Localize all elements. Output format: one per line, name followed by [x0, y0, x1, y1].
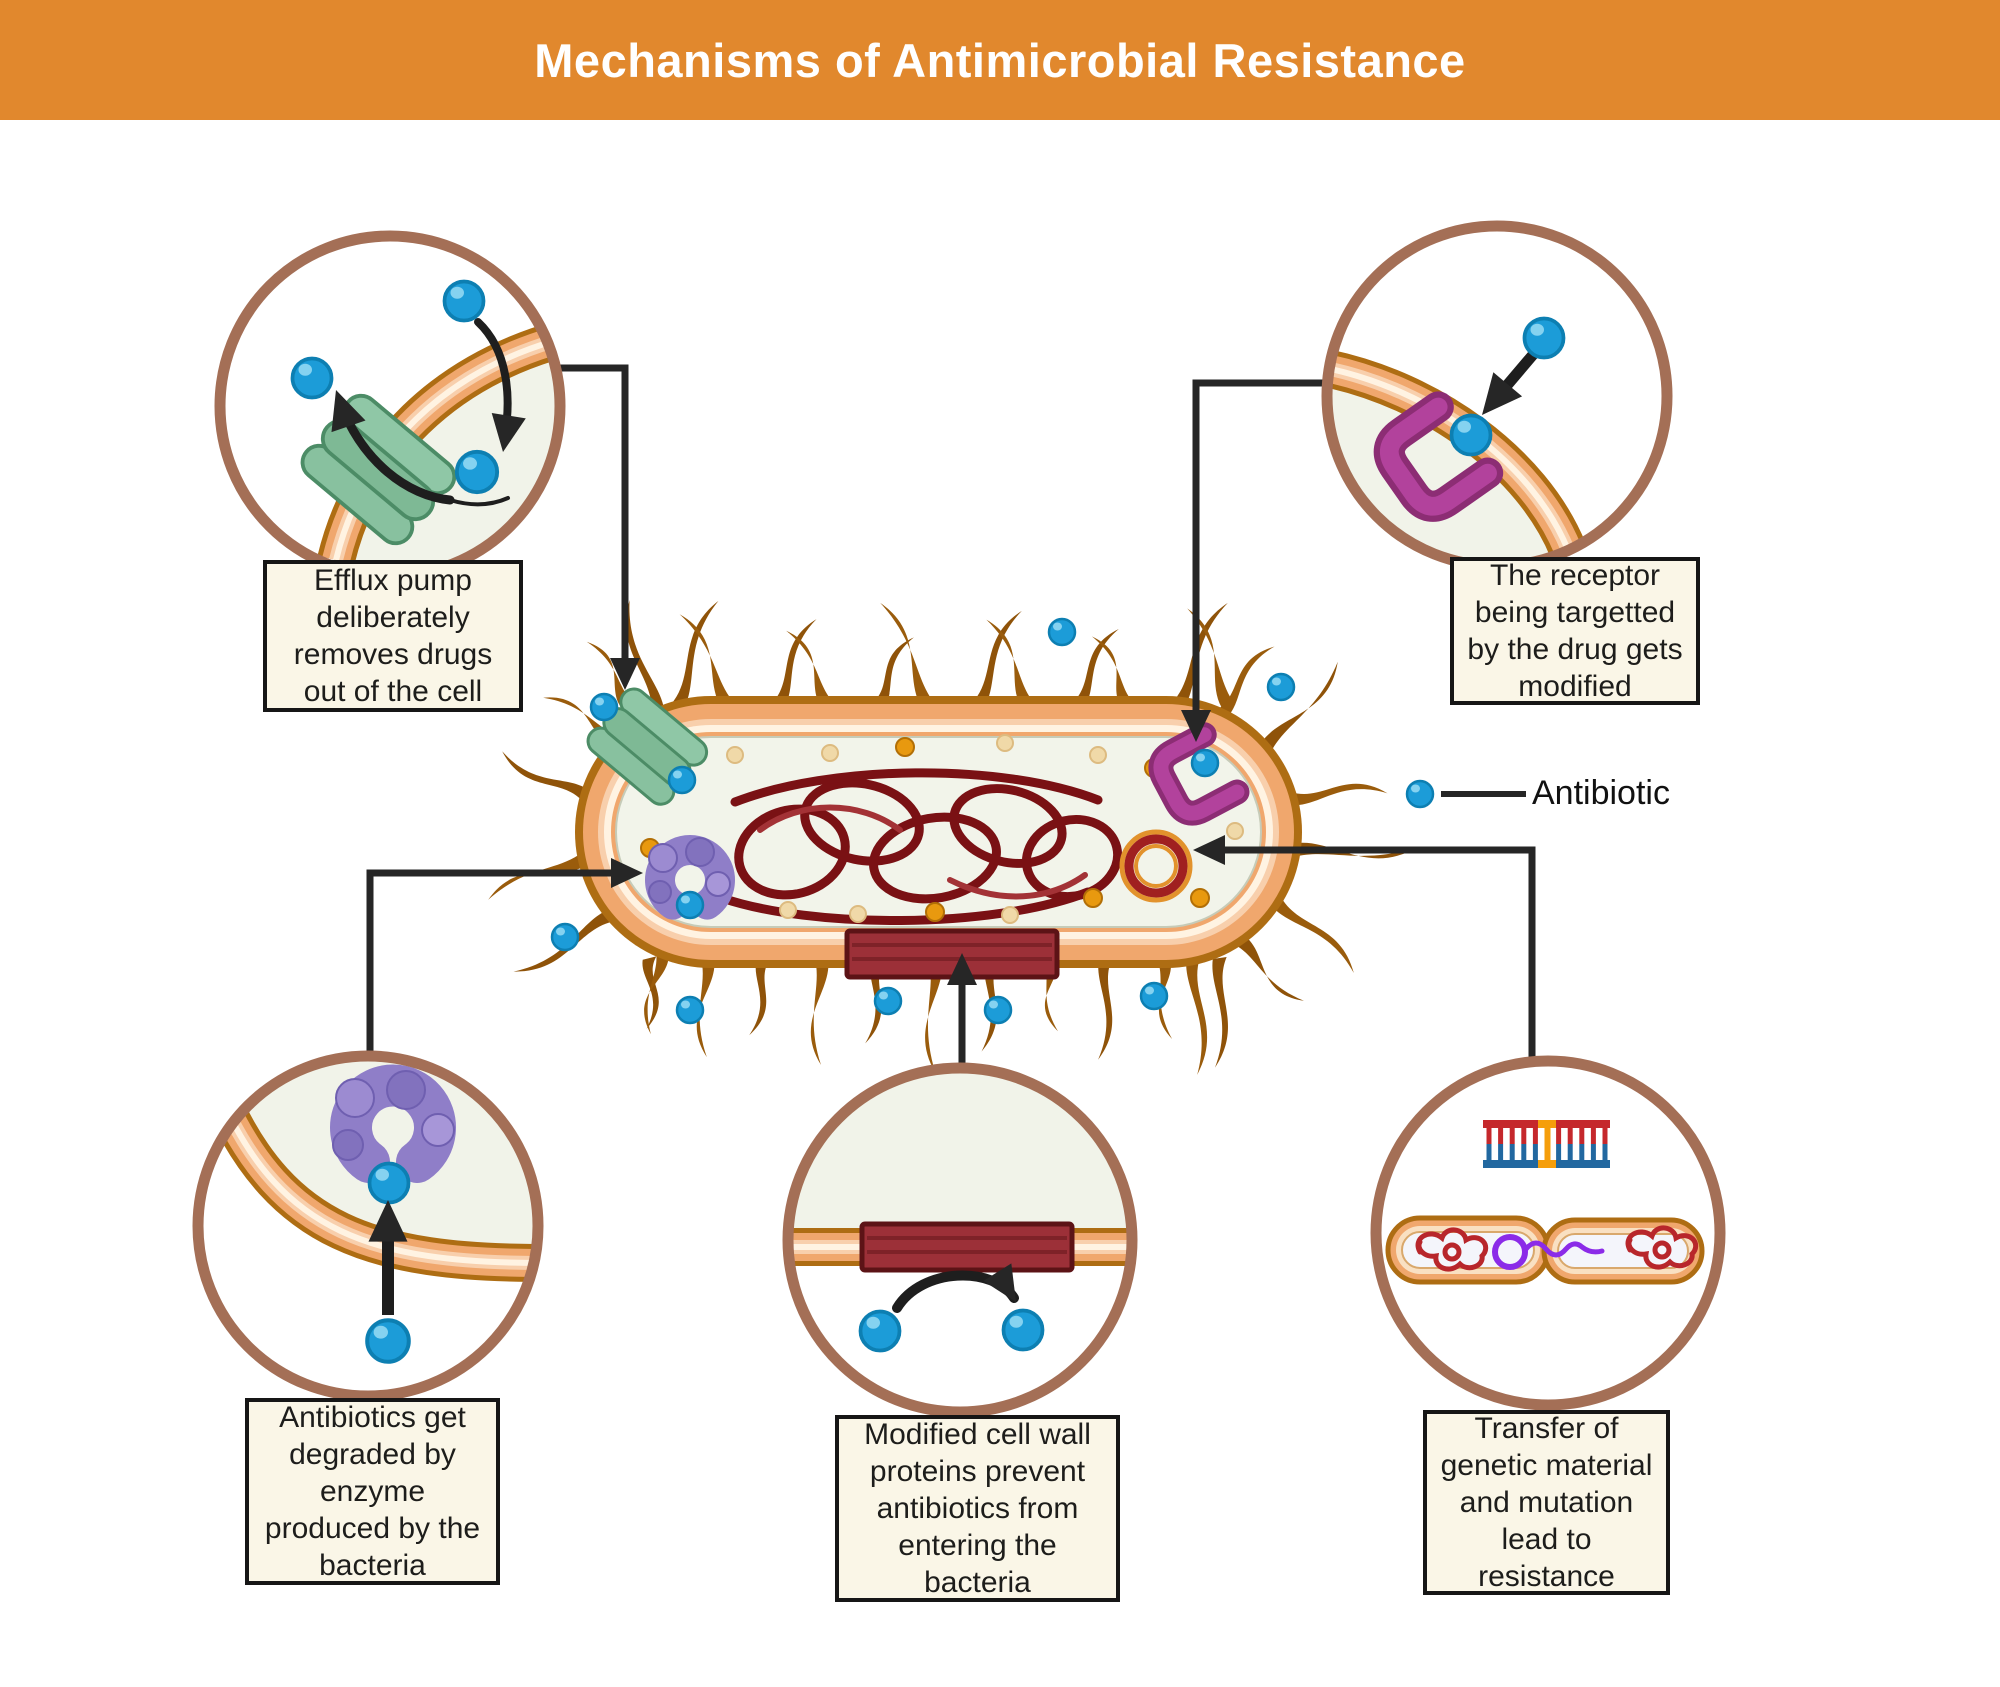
dna-ladder — [1483, 1120, 1610, 1168]
antibiotic-label: Antibiotic — [1532, 774, 1670, 812]
dividing-bacteria — [1385, 1215, 1705, 1285]
nucleoid-dna — [717, 768, 1123, 925]
detail-circle-wall — [782, 1062, 1138, 1418]
modified-wall-section — [844, 928, 1060, 980]
enzyme — [645, 835, 735, 920]
title-bar: Mechanisms of Antimicrobial Resistance — [0, 0, 2000, 120]
page-title: Mechanisms of Antimicrobial Resistance — [534, 33, 1466, 87]
bacterium — [488, 600, 1418, 1075]
detail-circle-efflux — [214, 230, 566, 582]
detail-circle-receptor — [1321, 220, 1673, 572]
plasmid — [1119, 829, 1193, 903]
enzyme-zoom — [330, 1064, 456, 1183]
antibiotic-legend — [1405, 779, 1526, 809]
purple-plasmid — [1492, 1234, 1528, 1270]
modified-wall-zoom — [859, 1221, 1075, 1273]
detail-circle-enzyme — [192, 1050, 544, 1402]
connectors — [366, 364, 1536, 1068]
callout-genetic-transfer: Transfer of genetic material and mutatio… — [1423, 1410, 1670, 1595]
callout-cell-wall: Modified cell wall proteins prevent anti… — [835, 1415, 1120, 1602]
detail-circle-genetic — [1370, 1055, 1726, 1411]
callout-receptor: The receptor being targetted by the drug… — [1450, 557, 1700, 705]
callout-efflux-pump: Efflux pump deliberately removes drugs o… — [263, 560, 523, 712]
callout-enzyme: Antibiotics get degraded by enzyme produ… — [245, 1398, 500, 1585]
